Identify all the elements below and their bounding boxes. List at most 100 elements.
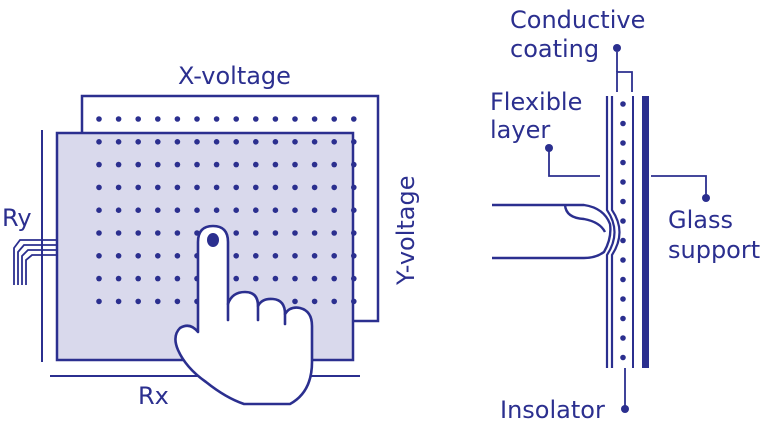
grid-dot [213, 184, 220, 191]
conductive-label-2: coating [510, 35, 599, 63]
grid-dot [272, 184, 279, 191]
grid-dot [135, 161, 141, 168]
coating-dot [620, 237, 626, 244]
coating-dot [620, 354, 626, 361]
grid-dot [233, 184, 239, 191]
conductive-label-1: Conductive [510, 6, 645, 34]
grid-dot [233, 139, 239, 145]
grid-dot [331, 139, 338, 145]
grid-dot [194, 161, 200, 168]
grid-dot [233, 275, 239, 282]
coating-dot [620, 218, 626, 224]
grid-dot [115, 253, 122, 259]
grid-dot [115, 298, 122, 305]
grid-dot [292, 230, 298, 236]
grid-dot [213, 116, 220, 122]
finger-hand-icon [174, 224, 314, 406]
coating-dot [620, 198, 626, 205]
grid-dot [253, 207, 259, 213]
grid-dot [311, 184, 318, 191]
grid-dot [174, 207, 181, 213]
callout-dots [545, 44, 710, 413]
grid-dot [272, 230, 279, 236]
coating-dot [620, 296, 626, 302]
grid-dot [253, 275, 259, 282]
grid-dot [96, 139, 102, 145]
grid-dot [96, 207, 102, 213]
grid-dot [311, 207, 318, 213]
grid-dot [331, 207, 338, 213]
coating-dot [620, 276, 626, 283]
flexible-layer-inner [610, 96, 621, 368]
grid-dot [96, 253, 102, 259]
grid-dot [253, 253, 259, 259]
glass-support-bar [642, 96, 649, 368]
ry-label: Ry [2, 204, 32, 232]
grid-dot [213, 207, 220, 213]
grid-dot [272, 116, 279, 122]
ry-wires [13, 239, 57, 285]
grid-dot [135, 207, 141, 213]
coating-dot [620, 335, 626, 341]
grid-dot [155, 253, 161, 259]
grid-dot [174, 275, 181, 282]
grid-dot [155, 139, 161, 145]
stylus-icon [492, 203, 612, 260]
insolator-label: Insolator [500, 396, 605, 424]
grid-dot [331, 275, 338, 282]
grid-dot [233, 207, 239, 213]
grid-dot [135, 116, 141, 122]
grid-dot [115, 230, 122, 236]
grid-dot [253, 139, 259, 145]
grid-dot [311, 116, 318, 122]
grid-dot [155, 230, 161, 236]
grid-dot [155, 298, 161, 305]
grid-dot [253, 184, 259, 191]
grid-dot [135, 253, 141, 259]
grid-dot [292, 298, 298, 305]
grid-dot [213, 161, 220, 168]
grid-dot [253, 116, 259, 122]
grid-dot [292, 275, 298, 282]
grid-dot [351, 298, 357, 305]
grid-dot [292, 253, 298, 259]
grid-dot [272, 207, 279, 213]
grid-dot [135, 275, 141, 282]
grid-dot [233, 230, 239, 236]
grid-dot [233, 161, 239, 168]
grid-dot [292, 184, 298, 191]
grid-dot [194, 116, 200, 122]
coating-dot [620, 179, 626, 185]
grid-dot [96, 230, 102, 236]
grid-dot [272, 253, 279, 259]
grid-dot [233, 253, 239, 259]
flexible-layer-outer [605, 96, 616, 368]
grid-dot [292, 161, 298, 168]
grid-dot [311, 253, 318, 259]
grid-dot [155, 184, 161, 191]
grid-dot [174, 116, 181, 122]
grid-dot [331, 230, 338, 236]
grid-dot [194, 184, 200, 191]
grid-dot [351, 230, 357, 236]
grid-dot [155, 275, 161, 282]
coating-dot [620, 140, 626, 146]
flexible-label-2: layer [490, 116, 550, 144]
grid-dot [351, 253, 357, 259]
grid-dot [194, 139, 200, 145]
grid-dot [155, 161, 161, 168]
glass-label-1: Glass [668, 206, 733, 234]
glass-label-2: support [668, 236, 760, 264]
dot-grid-icon [96, 116, 357, 305]
grid-dot [351, 207, 357, 213]
grid-dot [331, 184, 338, 191]
grid-dot [213, 139, 220, 145]
grid-dot [135, 230, 141, 236]
grid-dot [331, 298, 338, 305]
grid-dot [174, 298, 181, 305]
grid-dot [115, 161, 122, 168]
grid-dot [115, 184, 122, 191]
grid-dot [115, 139, 122, 145]
grid-dot [253, 230, 259, 236]
grid-dot [311, 161, 318, 168]
